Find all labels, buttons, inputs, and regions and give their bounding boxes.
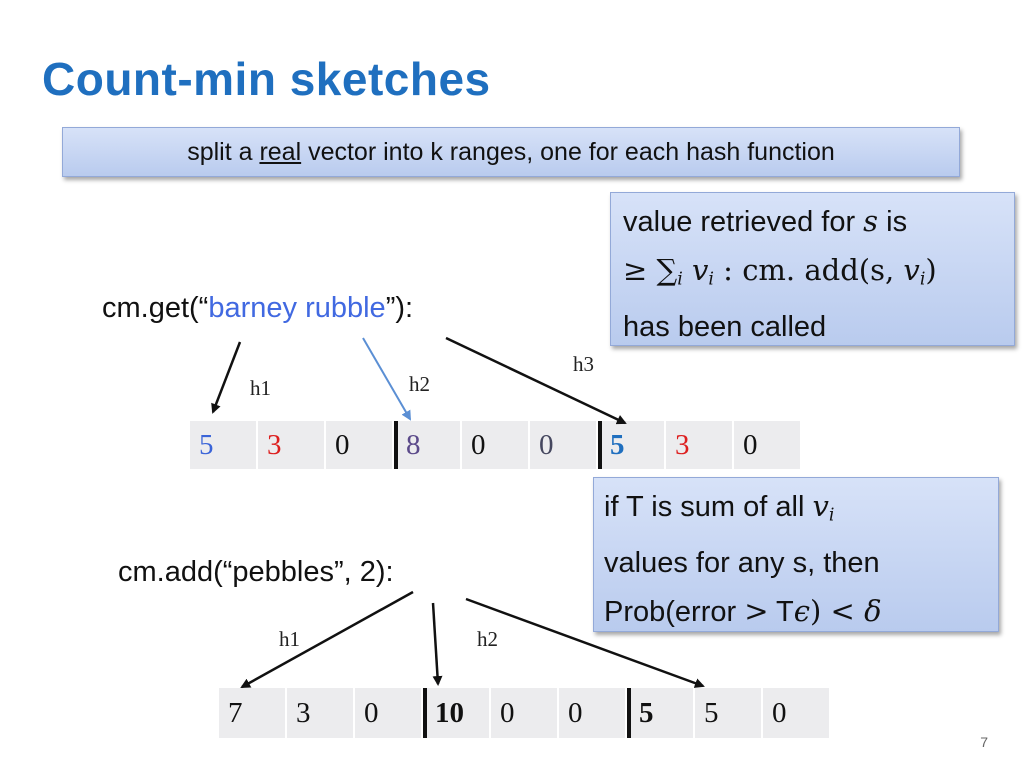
retrieval-text-is: is (878, 206, 908, 238)
error-bound-callout: if T is sum of all vi values for any s, … (593, 477, 999, 632)
add-call: cm.add(“pebbles”, 2): (118, 556, 394, 588)
formula-v2-index: i (919, 269, 926, 290)
error-v-index: i (828, 505, 835, 526)
get-sketch-row: 5 3 0 8 0 0 5 3 0 (190, 421, 802, 469)
add-cell: 10 (423, 688, 489, 738)
get-hash-label-h3: h3 (573, 352, 594, 376)
page-number: 7 (980, 734, 988, 750)
retrieval-text: value retrieved for (623, 206, 864, 238)
error-delta: δ (864, 594, 882, 629)
add-cell: 5 (627, 688, 693, 738)
add-cell: 0 (559, 688, 625, 738)
banner-text-pre: split a (187, 138, 260, 166)
error-line-2: values for any s, then (604, 547, 880, 580)
formula-geq-sum: ≥ ∑ (623, 253, 678, 287)
add-cell: 3 (287, 688, 353, 738)
add-hash-label-h1: h1 (279, 627, 300, 651)
error-line-3: Prob(error > Tϵ) < δ (604, 587, 986, 636)
get-cell: 0 (734, 421, 800, 469)
get-call-pre: cm.get(“ (102, 292, 209, 324)
formula-colon: : (713, 253, 743, 287)
get-cell: 5 (598, 421, 664, 469)
error-lt-sign: < (821, 594, 865, 629)
get-call: cm.get(“barney rubble”): (102, 292, 413, 325)
slide-title: Count-min sketches (42, 53, 491, 105)
get-arrow-h2 (362, 337, 412, 421)
summary-banner: split a real vector into k ranges, one f… (62, 127, 960, 177)
get-cell: 8 (394, 421, 460, 469)
formula-v2: v (903, 253, 920, 287)
get-hash-label-h2: h2 (409, 372, 430, 396)
get-cell: 3 (258, 421, 324, 469)
get-cell: 5 (190, 421, 256, 469)
formula-sum-index: i (677, 269, 683, 290)
error-gt-sign: > (744, 594, 769, 629)
get-cell: 0 (462, 421, 528, 469)
formula-v: v (692, 253, 709, 287)
add-cell: 5 (695, 688, 761, 738)
retrieval-line-3: has been called (623, 311, 827, 344)
get-hash-label-h1: h1 (250, 376, 271, 400)
get-arrow-h1 (211, 341, 242, 414)
formula-close-paren: ) (925, 253, 937, 287)
banner-text-post: vector into k ranges, one for each hash … (301, 138, 835, 166)
retrieval-var-s: s (863, 204, 879, 238)
retrieval-formula: ≥ ∑i vi : cm. add(s, vi) (623, 246, 1002, 303)
error-line-1: if T is sum of all vi (604, 482, 986, 539)
error-close-paren: ) (810, 594, 822, 629)
retrieval-callout: value retrieved for s is ≥ ∑i vi : cm. a… (610, 192, 1015, 346)
error-prob-text: Prob(error (604, 596, 745, 629)
get-cell: 0 (326, 421, 392, 469)
get-cell: 0 (530, 421, 596, 469)
add-cell: 7 (219, 688, 285, 738)
get-cell: 3 (666, 421, 732, 469)
add-cell: 0 (355, 688, 421, 738)
add-cell: 0 (491, 688, 557, 738)
get-call-post: ”): (385, 292, 414, 324)
add-hash-label-h2: h2 (477, 627, 498, 651)
error-v: v (812, 489, 829, 523)
add-arrow-h1 (240, 590, 414, 689)
retrieval-line-1: value retrieved for s is (623, 197, 1002, 246)
get-arrow-h3 (445, 336, 627, 425)
formula-v-index: i (708, 269, 714, 290)
error-epsilon: ϵ (793, 594, 811, 629)
formula-cm-add: cm. add(s, (742, 253, 904, 287)
banner-underlined-word: real (259, 138, 302, 166)
error-text: if T is sum of all (604, 491, 813, 523)
add-cell: 0 (763, 688, 829, 738)
error-T: T (768, 596, 794, 629)
add-sketch-row: 7 3 0 10 0 0 5 5 0 (219, 688, 831, 738)
get-call-arg: barney rubble (208, 292, 386, 324)
add-arrow-h2 (431, 602, 443, 686)
